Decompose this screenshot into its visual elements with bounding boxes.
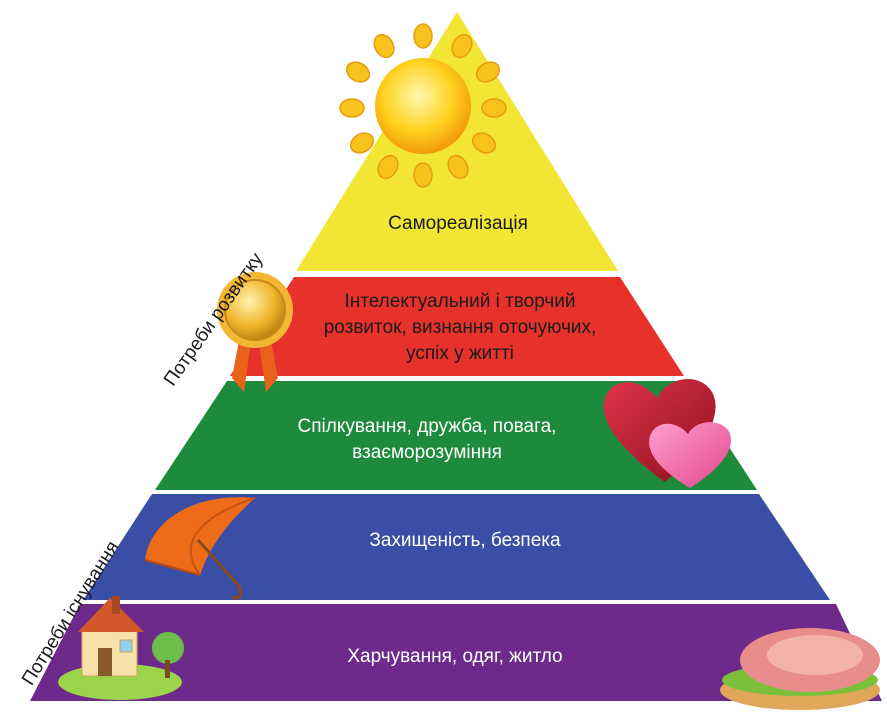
level-development-label: Інтелектуальний і творчий розвиток, визн… — [323, 291, 597, 364]
level-safety-label: Захищеність, безпека — [369, 530, 561, 551]
house-icon — [58, 596, 184, 700]
umbrella-icon — [144, 497, 256, 600]
sandwich-icon — [720, 628, 880, 710]
level-self-actualization-label: Самореалізація — [388, 213, 528, 234]
level-safety-band — [83, 494, 830, 600]
level-social-label: Спілкування, дружба, повага, взаєморозум… — [297, 416, 557, 463]
level-physiological-label: Харчування, одяг, житло — [347, 646, 563, 667]
level-physiological-band — [30, 604, 882, 701]
level-self-actualization-band — [296, 12, 618, 271]
medal-icon — [217, 272, 293, 392]
hearts-icon — [603, 379, 731, 488]
level-development-band — [230, 277, 684, 376]
sun-icon — [339, 23, 507, 188]
